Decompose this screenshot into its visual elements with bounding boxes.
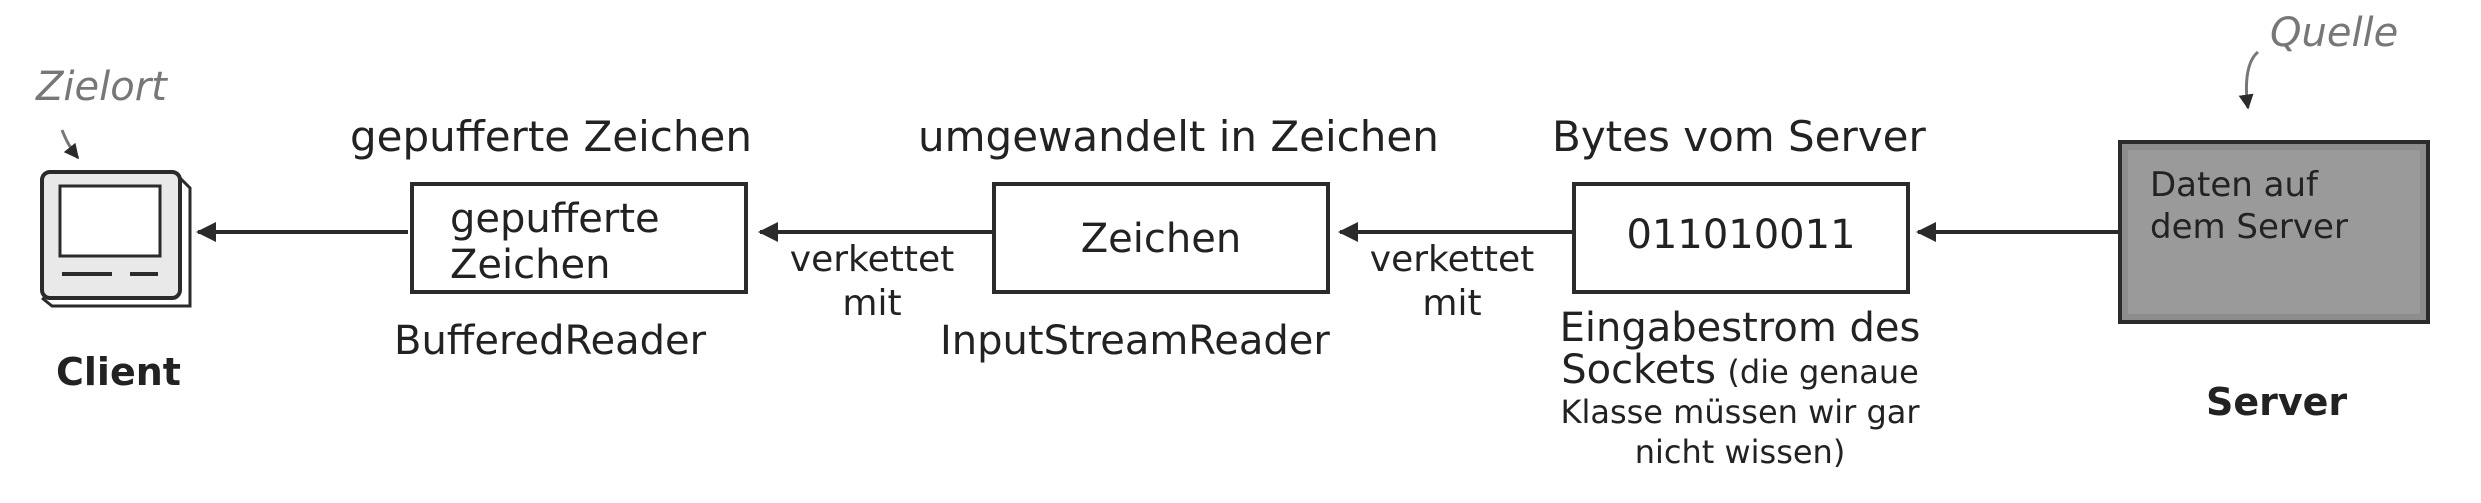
client-caption: Client (56, 350, 181, 394)
zielort-label: Zielort (36, 64, 167, 110)
computer-icon (40, 170, 192, 308)
buffered-bottom-label: BufferedReader (394, 318, 707, 364)
socket-top-label: Bytes vom Server (1552, 112, 1926, 161)
socket-bottom-note: (die genaue Klasse müssen wir gar nicht … (1560, 353, 1920, 471)
isr-box-text: Zeichen (1080, 216, 1242, 262)
chained-label-1: verkettet mit (789, 239, 955, 324)
server-box (2118, 140, 2430, 324)
server-box-text: Daten auf dem Server (2150, 165, 2348, 247)
socket-bottom-line1: Eingabestrom des (1559, 305, 1921, 351)
chained-label-2: verkettet mit (1369, 239, 1535, 324)
socket-bottom-line2-wrap: Sockets (die genaue Klasse müssen wir ga… (1530, 350, 1950, 472)
quelle-pointer-arrow (2238, 50, 2260, 110)
quelle-label: Quelle (2270, 10, 2399, 56)
buffered-box-text: gepufferte Zeichen (450, 196, 660, 288)
zielort-pointer-arrow (60, 129, 80, 160)
buffered-top-label: gepufferte Zeichen (350, 112, 752, 161)
socket-bottom-label: Eingabestrom des Sockets (die genaue Kla… (1530, 306, 1950, 472)
socket-bottom-line2: Sockets (1561, 347, 1716, 393)
input-stream-reader-box: Zeichen (992, 182, 1330, 294)
server-caption: Server (2206, 380, 2348, 424)
socket-box-text: 011010011 (1626, 212, 1856, 258)
buffered-reader-box: gepufferte Zeichen (410, 182, 748, 294)
isr-top-label: umgewandelt in Zeichen (918, 112, 1439, 161)
socket-stream-box: 011010011 (1572, 182, 1910, 294)
isr-bottom-label: InputStreamReader (940, 318, 1330, 364)
